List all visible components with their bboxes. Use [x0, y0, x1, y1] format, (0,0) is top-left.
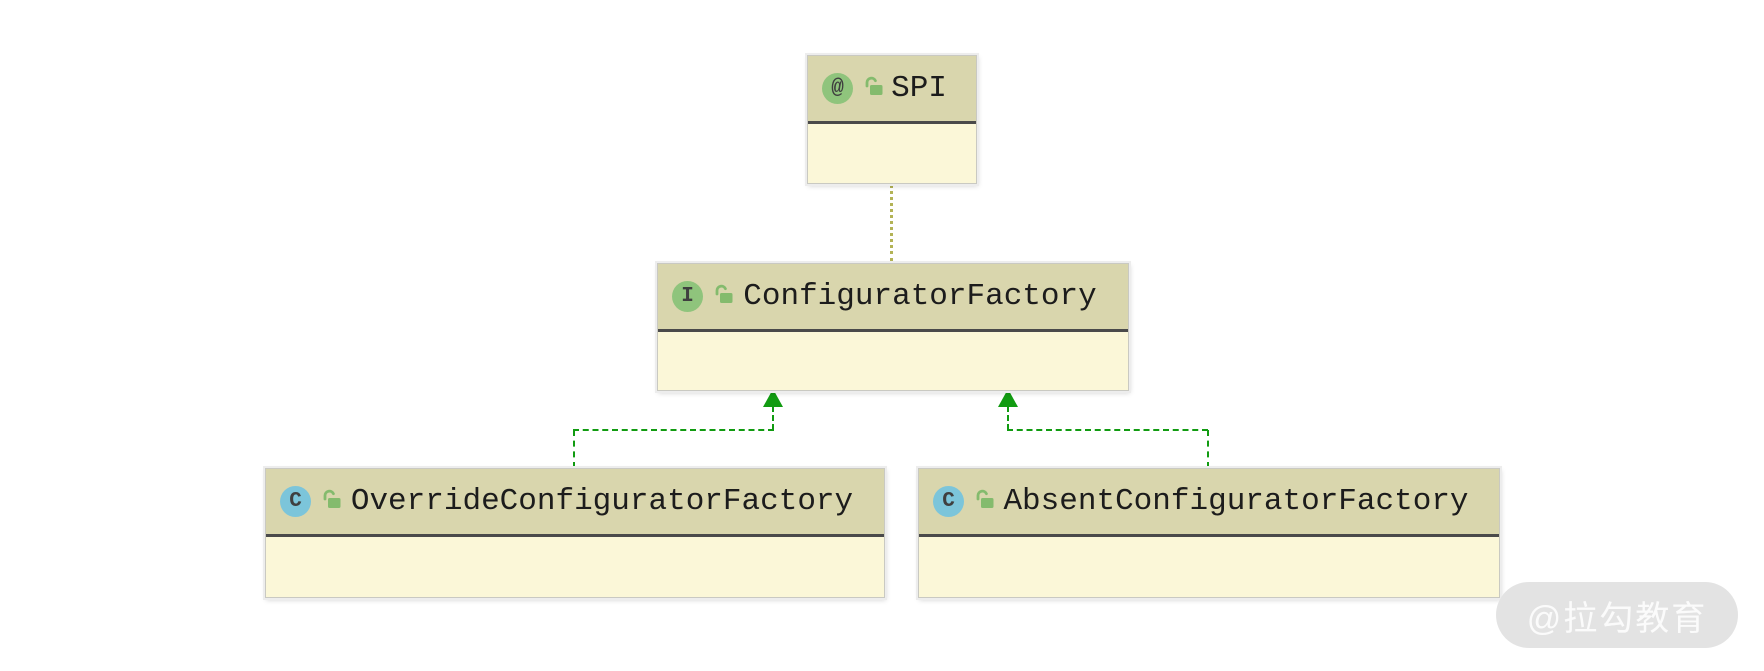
implements-arrowhead-icon [763, 389, 783, 407]
node-override-configurator-factory-body [266, 537, 884, 597]
edge-override-implements-segment [573, 430, 575, 468]
edge-absent-implements-segment [1207, 430, 1209, 468]
node-spi[interactable]: @ SPI [807, 55, 977, 184]
interface-icon: I [672, 281, 703, 312]
node-absent-configurator-factory-header[interactable]: C AbsentConfiguratorFactory [919, 469, 1499, 537]
node-override-configurator-factory[interactable]: C OverrideConfiguratorFactory [265, 468, 885, 598]
public-unlocked-icon [712, 282, 736, 311]
edge-spi-annotation [890, 184, 893, 262]
node-configurator-factory-body [658, 332, 1128, 390]
node-label: ConfiguratorFactory [743, 279, 1097, 314]
class-icon: C [933, 486, 964, 517]
public-unlocked-icon [973, 487, 997, 516]
node-absent-configurator-factory-body [919, 537, 1499, 597]
class-icon: C [280, 486, 311, 517]
node-spi-header[interactable]: @ SPI [808, 56, 976, 124]
implements-arrowhead-icon [998, 389, 1018, 407]
node-configurator-factory[interactable]: I ConfiguratorFactory [657, 263, 1129, 391]
edge-absent-implements-segment [1007, 429, 1208, 431]
node-override-configurator-factory-header[interactable]: C OverrideConfiguratorFactory [266, 469, 884, 537]
node-label: OverrideConfiguratorFactory [350, 484, 854, 519]
watermark-badge: @拉勾教育 [1496, 582, 1738, 648]
public-unlocked-icon [862, 74, 886, 103]
edge-override-implements-segment [573, 429, 774, 431]
node-spi-body [808, 124, 976, 183]
node-absent-configurator-factory[interactable]: C AbsentConfiguratorFactory [918, 468, 1500, 598]
node-label: AbsentConfiguratorFactory [1003, 484, 1469, 519]
public-unlocked-icon [320, 487, 344, 516]
edge-override-implements-segment [772, 406, 774, 430]
node-label: SPI [891, 71, 947, 106]
node-configurator-factory-header[interactable]: I ConfiguratorFactory [658, 264, 1128, 332]
annotation-icon: @ [822, 73, 853, 104]
edge-absent-implements-segment [1007, 406, 1009, 430]
